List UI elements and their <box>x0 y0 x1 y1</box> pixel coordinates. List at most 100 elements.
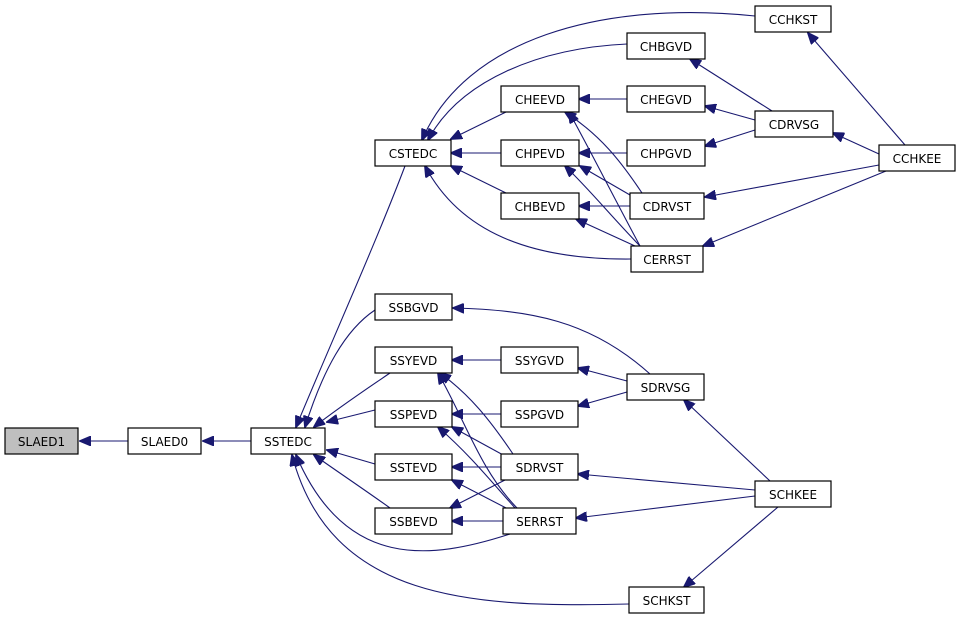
node-label: CERRST <box>643 253 691 267</box>
edge-sdrvst-to-ssyevd <box>440 373 514 455</box>
edge-schkee-to-serrst <box>576 495 756 518</box>
node-box <box>754 110 834 138</box>
edges-layer <box>80 12 906 606</box>
node-label: CCHKEE <box>893 152 942 166</box>
node-label: CHEEVD <box>515 93 565 107</box>
node-box <box>626 139 706 167</box>
node-box <box>374 400 453 428</box>
edge-sdrvsg-to-ssygvd <box>578 368 628 382</box>
node-label: CDRVST <box>643 200 692 214</box>
edge-cchkee-to-cdrvsg <box>833 133 880 155</box>
edge-cchkee-to-cchkst <box>808 33 906 146</box>
node-cdrvsg[interactable]: CDRVSG <box>754 110 834 138</box>
edge-sdrvst-to-ssbevd <box>450 479 506 508</box>
node-ssbgvd[interactable]: SSBGVD <box>374 293 453 321</box>
edge-sdrvst-to-sspevd <box>452 427 506 457</box>
edge-ssyevd-to-sstedc <box>314 372 391 427</box>
node-label: CHPEVD <box>515 147 565 161</box>
edge-cchkst-to-cstedc <box>422 12 756 140</box>
node-label: CHEGVD <box>640 93 692 107</box>
node-box <box>374 453 453 481</box>
node-label: SSYEVD <box>390 354 438 368</box>
node-box <box>626 32 706 60</box>
node-box <box>500 139 580 167</box>
node-slaed0[interactable]: SLAED0 <box>127 427 202 455</box>
node-slaed1[interactable]: SLAED1 <box>4 427 79 455</box>
node-label: CCHKST <box>769 13 818 27</box>
edge-schkee-to-sdrvst <box>578 474 756 491</box>
node-label: SSBEVD <box>389 515 438 529</box>
node-box <box>250 427 326 455</box>
node-serrst[interactable]: SERRST <box>502 507 577 535</box>
node-box <box>878 144 956 172</box>
node-ssyevd[interactable]: SSYEVD <box>374 346 453 374</box>
node-cdrvst[interactable]: CDRVST <box>629 192 705 220</box>
edge-serrst-to-sstedc <box>296 455 511 552</box>
node-box <box>500 192 580 220</box>
node-label: SLAED0 <box>141 435 188 449</box>
node-label: SSBGVD <box>388 301 438 315</box>
node-chegvd[interactable]: CHEGVD <box>626 85 706 113</box>
edge-cerrst-to-cheevd <box>569 112 641 247</box>
node-label: CSTEDC <box>389 147 438 161</box>
node-box <box>626 373 705 401</box>
node-label: SSTEVD <box>390 461 438 475</box>
node-label: SLAED1 <box>18 435 65 449</box>
edge-sdrvsg-to-sspgvd <box>578 391 628 406</box>
node-cerrst[interactable]: CERRST <box>630 245 704 273</box>
node-schkst[interactable]: SCHKST <box>628 586 705 614</box>
node-ssbevd[interactable]: SSBEVD <box>374 507 453 535</box>
node-label: SSPEVD <box>390 408 438 422</box>
node-cchkst[interactable]: CCHKST <box>754 5 832 33</box>
node-chpevd[interactable]: CHPEVD <box>500 139 580 167</box>
node-box <box>500 346 579 374</box>
node-label: CHBEVD <box>515 200 566 214</box>
node-box <box>630 245 704 273</box>
node-ssygvd[interactable]: SSYGVD <box>500 346 579 374</box>
edge-cerrst-to-chbevd <box>576 219 636 247</box>
node-schkee[interactable]: SCHKEE <box>754 480 832 508</box>
node-sdrvst[interactable]: SDRVST <box>500 453 579 481</box>
edge-chbevd-to-cstedc <box>451 166 507 194</box>
node-chbevd[interactable]: CHBEVD <box>500 192 580 220</box>
node-box <box>4 427 79 455</box>
node-box <box>374 139 452 167</box>
node-cheevd[interactable]: CHEEVD <box>500 85 580 113</box>
edge-ssbgvd-to-sstedc <box>305 309 376 427</box>
node-box <box>374 293 453 321</box>
edge-ssbevd-to-sstedc <box>314 455 391 509</box>
node-sstedc[interactable]: SSTEDC <box>250 427 326 455</box>
node-box <box>502 507 577 535</box>
node-box <box>500 453 579 481</box>
node-cchkee[interactable]: CCHKEE <box>878 144 956 172</box>
edge-cheevd-to-cstedc <box>451 111 507 139</box>
edge-cdrvsg-to-chbgvd <box>690 59 773 112</box>
node-chpgvd[interactable]: CHPGVD <box>626 139 706 167</box>
node-chbgvd[interactable]: CHBGVD <box>626 32 706 60</box>
edge-cdrvst-to-chpevd <box>580 166 631 196</box>
node-box <box>127 427 202 455</box>
edge-sstevd-to-sstedc <box>327 450 376 465</box>
edge-schkee-to-schkst <box>684 506 779 587</box>
edge-schkst-to-sstedc <box>292 455 630 606</box>
edge-cerrst-to-chpevd <box>565 166 641 247</box>
node-sspgvd[interactable]: SSPGVD <box>500 400 579 428</box>
node-label: CDRVSG <box>769 118 819 132</box>
node-cstedc[interactable]: CSTEDC <box>374 139 452 167</box>
node-box <box>754 480 832 508</box>
node-box <box>628 586 705 614</box>
edge-cdrvsg-to-chegvd <box>705 106 756 121</box>
node-label: SDRVST <box>516 461 564 475</box>
edge-schkee-to-sdrvsg <box>684 400 771 482</box>
edge-cerrst-to-cstedc <box>425 166 632 260</box>
edge-cchkee-to-cdrvst <box>705 164 880 197</box>
node-sstevd[interactable]: SSTEVD <box>374 453 453 481</box>
nodes-layer: SLAED1 SLAED0 SSTEDC CSTEDC CCHKST CHBGVD CHEE… <box>4 5 956 614</box>
edge-cstedc-to-sstedc <box>296 165 406 427</box>
node-box <box>500 400 579 428</box>
node-box <box>754 5 832 33</box>
node-sdrvsg[interactable]: SDRVSG <box>626 373 705 401</box>
node-box <box>500 85 580 113</box>
node-label: SSYGVD <box>515 354 564 368</box>
node-sspevd[interactable]: SSPEVD <box>374 400 453 428</box>
